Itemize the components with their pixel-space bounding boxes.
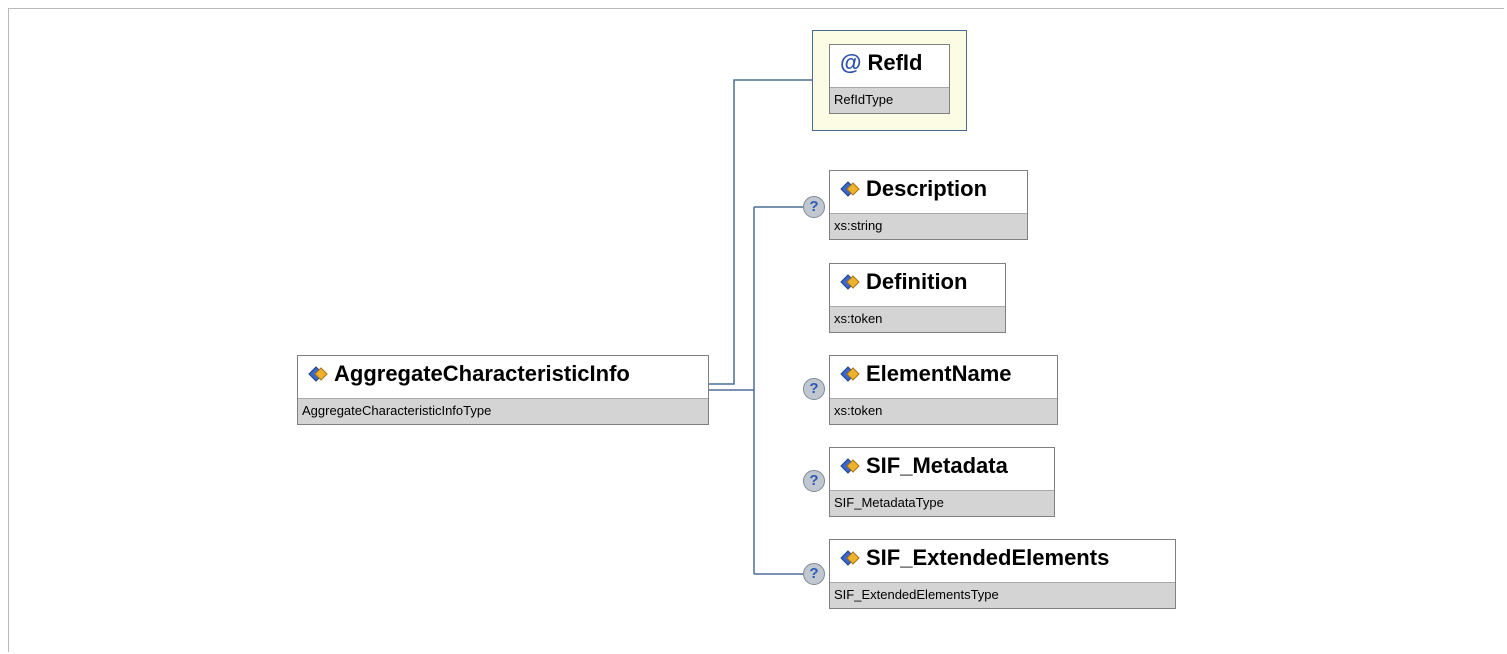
at-icon: @: [840, 49, 862, 75]
root-element-node[interactable]: AggregateCharacteristicInfo AggregateCha…: [297, 355, 709, 425]
element-type: xs:string: [830, 213, 1027, 239]
connector-root-to-attribute: [708, 79, 812, 385]
element-name: SIF_Metadata: [866, 452, 1008, 478]
child-element-sif-metadata[interactable]: SIF_Metadata SIF_MetadataType: [829, 447, 1055, 517]
element-icon: [840, 180, 860, 197]
optional-marker-icon: ?: [803, 196, 825, 218]
optional-marker-icon: ?: [803, 378, 825, 400]
child-element-elementname[interactable]: ElementName xs:token: [829, 355, 1058, 425]
element-icon: [308, 365, 328, 382]
element-type: xs:token: [830, 306, 1005, 332]
element-name: SIF_ExtendedElements: [866, 544, 1110, 570]
element-icon: [840, 365, 860, 382]
child-element-definition[interactable]: Definition xs:token: [829, 263, 1006, 333]
element-name: Description: [866, 175, 988, 201]
element-icon: [840, 549, 860, 566]
optional-marker-icon: ?: [803, 470, 825, 492]
element-icon: [840, 273, 860, 290]
diagram-frame: [8, 8, 1504, 652]
element-type: xs:token: [830, 398, 1057, 424]
attribute-refid-node[interactable]: @ RefId RefIdType: [829, 44, 950, 114]
child-element-description[interactable]: Description xs:string: [829, 170, 1028, 240]
optional-marker-icon: ?: [803, 563, 825, 585]
element-type: SIF_MetadataType: [830, 490, 1054, 516]
root-element-type: AggregateCharacteristicInfoType: [298, 398, 708, 424]
element-name: ElementName: [866, 360, 1012, 386]
attribute-name: RefId: [867, 49, 923, 75]
child-element-sif-extendedelements[interactable]: SIF_ExtendedElements SIF_ExtendedElement…: [829, 539, 1176, 609]
attribute-type: RefIdType: [830, 87, 949, 113]
element-name: Definition: [866, 268, 968, 294]
element-icon: [840, 457, 860, 474]
element-type: SIF_ExtendedElementsType: [830, 582, 1175, 608]
root-element-name: AggregateCharacteristicInfo: [334, 360, 630, 386]
